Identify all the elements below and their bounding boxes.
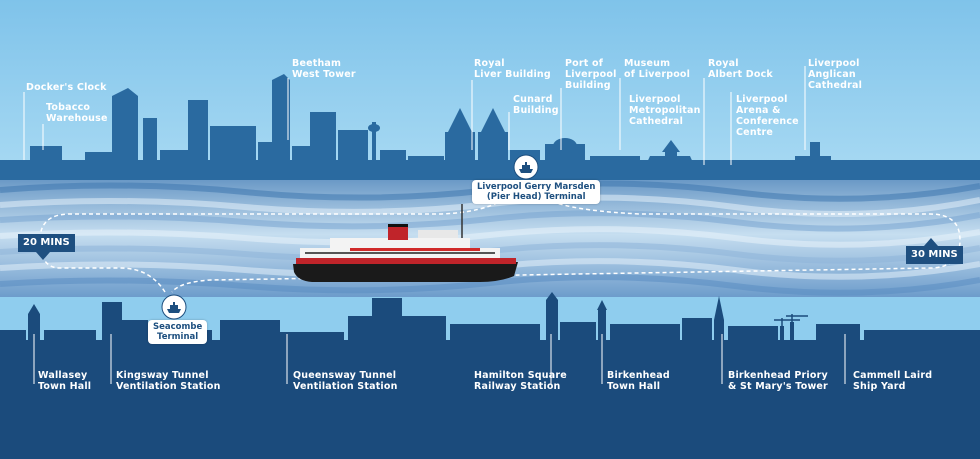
label-royal-albert-dock: Royal Albert Dock — [708, 58, 773, 80]
label-cammell-laird: Cammell Laird Ship Yard — [853, 370, 933, 392]
label-dockers-clock: Docker's Clock — [26, 82, 107, 93]
terminal-pier-head: Liverpool Gerry Marsden (Pier Head) Term… — [472, 180, 601, 204]
label-beetham-west-tower: Beetham West Tower — [292, 58, 356, 80]
ferry — [293, 204, 518, 282]
label-birkenhead-town-hall: Birkenhead Town Hall — [607, 370, 670, 392]
river-waves — [0, 180, 980, 296]
time-badge-30-mins: 30 MINS — [906, 246, 963, 264]
ferry-icon — [513, 154, 539, 180]
cranes — [774, 314, 808, 326]
label-anglican-cathedral: Liverpool Anglican Cathedral — [808, 58, 863, 91]
label-metropolitan-cathedral: Liverpool Metropolitan Cathedral — [629, 94, 701, 127]
ferry-icon — [161, 294, 187, 320]
label-kingsway-tunnel: Kingsway Tunnel Ventilation Station — [116, 370, 221, 392]
label-museum-of-liverpool: Museum of Liverpool — [624, 58, 691, 80]
time-badge-20-mins: 20 MINS — [18, 234, 75, 252]
label-hamilton-square: Hamilton Square Railway Station — [474, 370, 567, 392]
time-badge-pointer — [924, 238, 938, 246]
wirral-skyline — [0, 292, 980, 459]
top-leader-lines — [23, 66, 806, 165]
label-liverpool-arena: Liverpool Arena & Conference Centre — [736, 94, 799, 138]
label-royal-liver-building: Royal Liver Building — [474, 58, 551, 80]
ferry-route-line — [39, 184, 961, 293]
bottom-leader-lines — [33, 334, 846, 384]
label-wallasey-town-hall: Wallasey Town Hall — [38, 370, 92, 392]
label-queensway-tunnel: Queensway Tunnel Ventilation Station — [293, 370, 398, 392]
label-port-of-liverpool-building: Port of Liverpool Building — [565, 58, 617, 91]
label-birkenhead-priory: Birkenhead Priory & St Mary's Tower — [728, 370, 828, 392]
time-badge-pointer — [36, 252, 50, 260]
label-cunard-building: Cunard Building — [513, 94, 559, 116]
terminal-seacombe: Seacombe Terminal — [148, 320, 208, 344]
label-tobacco-warehouse: Tobacco Warehouse — [46, 102, 108, 124]
liverpool-skyline — [0, 74, 980, 180]
